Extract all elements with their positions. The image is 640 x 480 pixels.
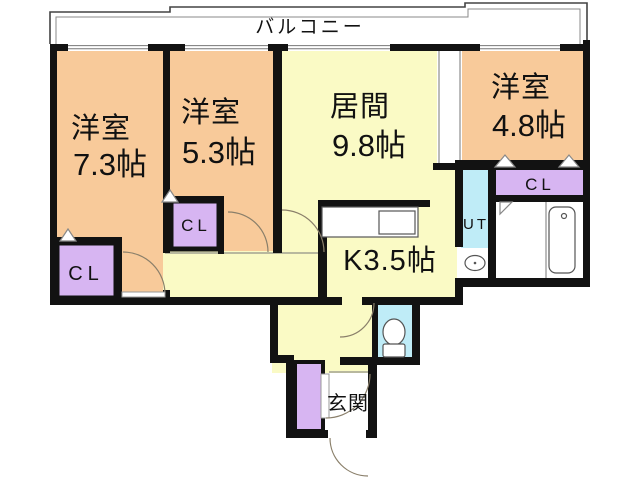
bedroom2-size: 5.3帖 (182, 135, 256, 170)
closet2-door-marker (160, 188, 180, 203)
door-arc-kitchen-corridor (339, 302, 375, 338)
room-bedroom3-area (460, 49, 585, 164)
door-arc-living (281, 209, 325, 253)
closet-entrance (293, 360, 325, 433)
balcony-label: バルコニー (255, 17, 365, 38)
bedroom2-name: 洋室 (181, 96, 241, 129)
door-arc-bedroom1 (122, 251, 166, 295)
fixtures (321, 202, 576, 358)
closet3-door-marker-right (557, 154, 581, 168)
hallway-area (163, 251, 284, 299)
window-living (288, 44, 390, 51)
door-leaf-bedroom1 (121, 291, 166, 298)
toilet-icon (382, 318, 406, 358)
entrance-label: 玄関 (327, 392, 369, 415)
sliding-partition-panel (437, 50, 462, 164)
closet1-label: CL (68, 263, 104, 285)
labels: バルコニー 洋室 7.3帖 洋室 5.3帖 居間 9.8帖 洋室 4.8帖 K3… (68, 17, 566, 415)
window-bedroom3 (480, 44, 560, 51)
closets (54, 168, 584, 433)
bedroom3-name: 洋室 (491, 71, 551, 104)
doors (58, 154, 581, 477)
bathtub-icon (545, 202, 576, 278)
closet3-door-marker-left (493, 154, 517, 168)
balcony-outline (49, 2, 588, 44)
sliding-partition (437, 50, 462, 164)
closet-bedroom3 (494, 168, 584, 196)
door-arc-entrance-hall (325, 373, 371, 419)
kitchen-label: K3.5帖 (343, 244, 437, 277)
kitchen-counter-icon (321, 206, 419, 238)
living-size: 9.8帖 (332, 128, 406, 163)
bedroom1-size: 7.3帖 (73, 147, 147, 182)
living-name: 居間 (330, 91, 390, 123)
window-bedroom2 (185, 44, 268, 51)
room-living-kitchen-area (280, 49, 457, 299)
closet2-label: CL (181, 216, 211, 235)
utility-label: UT (463, 216, 489, 233)
window-bedroom1 (68, 44, 148, 51)
windows (68, 44, 560, 51)
door-leaf-entrance-hall (320, 373, 330, 419)
front-door-arc (329, 437, 369, 477)
washbasin-icon (464, 254, 486, 272)
bedroom3-size: 4.8帖 (492, 108, 566, 143)
door-arc-bedroom2 (227, 211, 269, 253)
closet3-label: CL (525, 175, 555, 194)
bedroom1-name: 洋室 (71, 112, 131, 145)
bath-door-marker (499, 201, 514, 216)
closet1-door-marker (58, 227, 78, 242)
utility-area (461, 168, 489, 248)
